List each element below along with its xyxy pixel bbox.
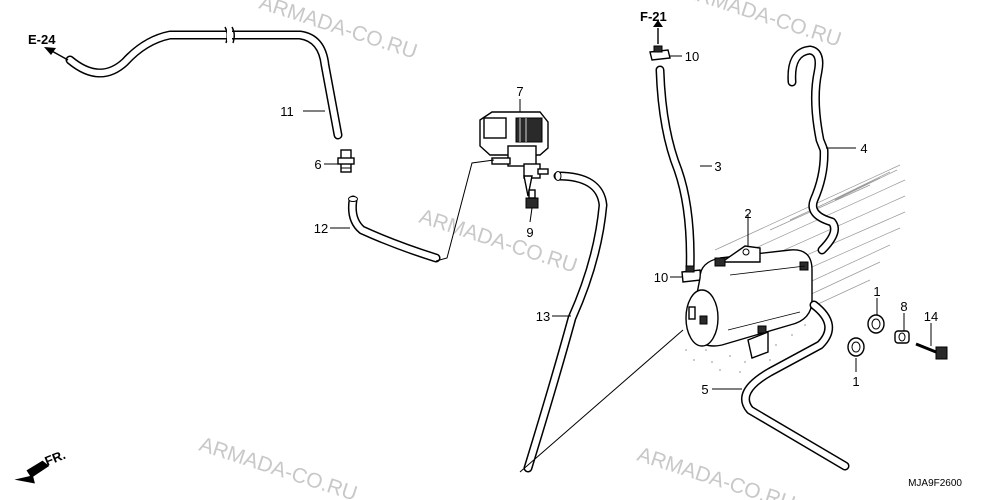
leader-solenoid-link — [435, 159, 495, 262]
watermark-top-right: ARMADA-CO.RU — [680, 0, 844, 52]
ref-e24-arrow — [44, 47, 69, 61]
clamp-10-top — [649, 45, 671, 61]
grommet-1-upper — [867, 314, 885, 334]
solenoid-valve-7 — [479, 111, 549, 197]
grommet-1-lower — [847, 337, 865, 357]
callout-1-upper: 1 — [873, 284, 880, 299]
callout-8: 8 — [900, 299, 907, 314]
hose-13 — [523, 171, 608, 473]
hose-3 — [655, 65, 695, 277]
bolt-14 — [915, 342, 948, 360]
watermark-bottom-right: ARMADA-CO.RU — [634, 443, 798, 500]
ref-f21-arrow — [653, 20, 663, 44]
callout-5: 5 — [701, 382, 708, 397]
callout-11: 11 — [280, 104, 294, 119]
leader-canister-link — [519, 329, 684, 473]
callout-9: 9 — [526, 225, 533, 240]
watermark-middle: ARMADA-CO.RU — [416, 205, 580, 278]
ref-f21-label: F-21 — [640, 9, 667, 24]
hose-4 — [787, 45, 839, 255]
ref-e24-label: E-24 — [28, 32, 56, 47]
canister-2 — [685, 245, 813, 359]
hose-5 — [741, 300, 850, 471]
callout-12: 12 — [314, 221, 328, 236]
diagram-code: MJA9F2600 — [908, 478, 962, 489]
callout-13: 13 — [536, 309, 550, 324]
callout-10-bottom: 10 — [654, 270, 668, 285]
callout-2: 2 — [744, 206, 751, 221]
clamp-10-bottom — [681, 265, 702, 283]
front-arrow-icon — [14, 460, 50, 484]
hose-12 — [347, 195, 441, 263]
callout-7: 7 — [516, 84, 523, 99]
callout-4: 4 — [860, 141, 867, 156]
callout-numbers: 11 6 12 7 9 13 10 3 4 2 10 1 8 14 1 5 — [280, 49, 938, 397]
collar-8 — [894, 330, 910, 344]
front-label: FR. — [43, 447, 68, 469]
callout-3: 3 — [714, 159, 721, 174]
callout-leaders — [303, 55, 932, 390]
callout-6: 6 — [314, 157, 321, 172]
watermark-bottom-left: ARMADA-CO.RU — [196, 433, 360, 500]
joint-6 — [337, 149, 355, 173]
callout-14: 14 — [924, 309, 938, 324]
callout-1-lower: 1 — [852, 374, 859, 389]
hose-11 — [65, 26, 343, 140]
bolt-9 — [525, 189, 539, 209]
callout-10-top: 10 — [685, 49, 699, 64]
